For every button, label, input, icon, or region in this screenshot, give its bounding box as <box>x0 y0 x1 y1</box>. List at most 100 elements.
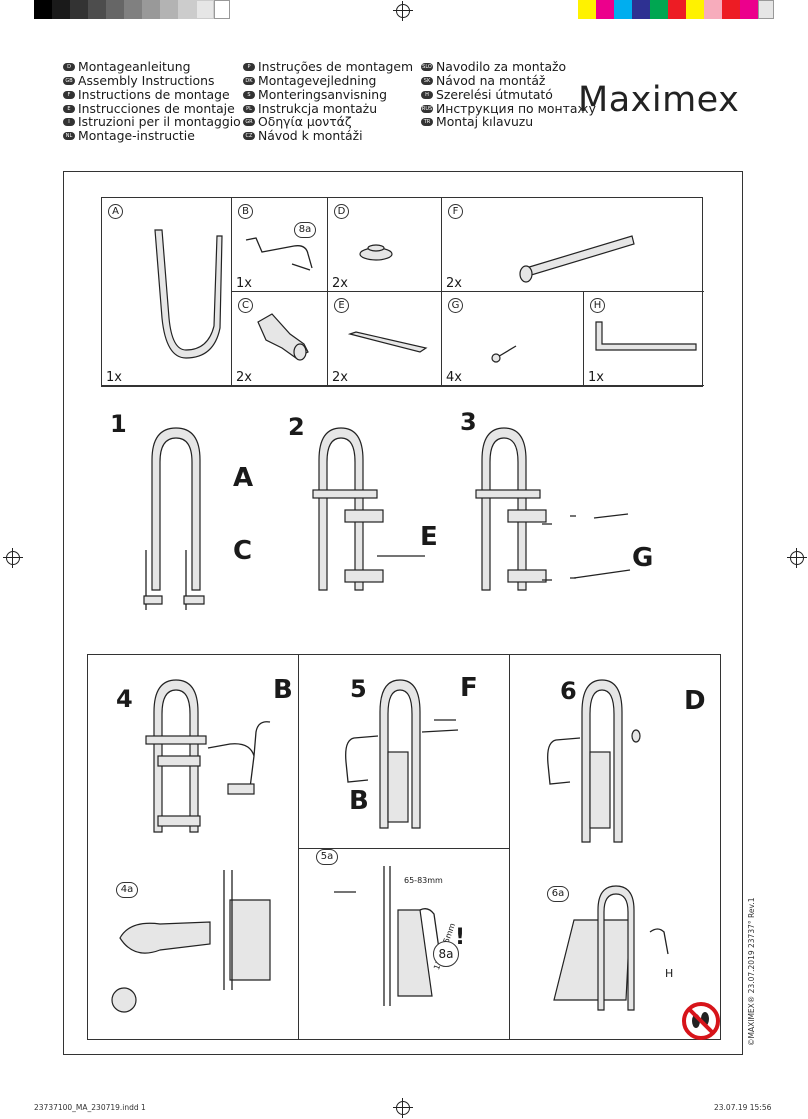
gray-swatch <box>106 0 124 19</box>
lang-title: Istruzioni per il montaggio <box>78 114 241 129</box>
print-date: 23.07.19 15:56 <box>714 1103 772 1112</box>
part-label: G <box>448 298 463 313</box>
lang-code-badge: D <box>63 62 75 71</box>
step-number: 5 <box>350 675 367 703</box>
part-qty: 2x <box>332 370 348 385</box>
tool-label: H <box>665 967 674 980</box>
part-label: A <box>108 204 123 219</box>
step-6-illustration <box>547 679 641 843</box>
part-a-u-frame-icon <box>154 229 223 359</box>
color-swatch <box>650 0 668 19</box>
part-cell-d: D 2x <box>328 198 442 292</box>
lang-code-badge: GR <box>243 117 255 126</box>
color-swatch <box>740 0 758 19</box>
no-step-warning-icon <box>682 1002 720 1040</box>
file-info: 23737100_MA_230719.indd 1 <box>34 1103 146 1112</box>
lang-code-badge: GB <box>63 76 75 85</box>
warning-mark: ! <box>455 925 466 950</box>
part-label: F <box>448 204 463 219</box>
part-label: C <box>238 298 253 313</box>
instruction-frame <box>63 171 743 1055</box>
step-part-label: G <box>632 543 654 573</box>
part-cell-e: E 2x <box>328 292 442 386</box>
gray-swatch <box>124 0 142 19</box>
gray-swatch <box>214 0 230 19</box>
lang-code-badge: CZ <box>243 131 255 140</box>
step-part-label: E <box>420 522 438 552</box>
gray-swatch <box>52 0 70 19</box>
lang-title: Monteringsanvisning <box>258 87 388 102</box>
lang-code-badge: SLO <box>421 62 433 71</box>
part-qty: 4x <box>446 370 462 385</box>
lang-title: Szerelési útmutató <box>436 87 553 102</box>
registration-mark-icon <box>3 548 23 568</box>
part-label: D <box>334 204 349 219</box>
part-cell-g: G 4x <box>442 292 584 386</box>
step-part-label: C <box>233 536 253 566</box>
color-swatch <box>758 0 774 19</box>
lang-title: Инструкция по монтажу <box>436 101 596 116</box>
lang-title: Montageanleitung <box>78 59 191 74</box>
part-qty: 1x <box>106 370 122 385</box>
gray-swatch <box>160 0 178 19</box>
sub-step-label: 6a <box>547 886 569 902</box>
part-c-clamp-icon <box>257 313 309 361</box>
registration-mark-icon <box>393 1098 413 1118</box>
part-label: E <box>334 298 349 313</box>
lang-code-badge: RUS <box>421 104 433 113</box>
lang-code-badge: PL <box>243 104 255 113</box>
lang-code-badge: H <box>421 90 433 99</box>
color-swatch <box>686 0 704 19</box>
lang-code-badge: S <box>243 90 255 99</box>
part-e-plate-icon <box>347 331 428 353</box>
step-5-illustration <box>345 679 459 829</box>
lang-code-badge: DK <box>243 76 255 85</box>
part-cell-h: H 1x <box>584 292 704 386</box>
part-cell-f: F 2x <box>442 198 704 292</box>
lang-title: Assembly Instructions <box>78 73 215 88</box>
lang-code-badge: NL <box>63 131 75 140</box>
part-g-screw-icon <box>491 345 517 363</box>
lang-code-badge: SK <box>421 76 433 85</box>
color-swatch <box>578 0 596 19</box>
lang-code-badge: P <box>243 62 255 71</box>
part-label: H <box>590 298 605 313</box>
sub-step-label: 5a <box>316 849 338 865</box>
lang-title: Návod k montáži <box>258 128 363 143</box>
color-swatch <box>596 0 614 19</box>
gray-swatch <box>196 0 214 19</box>
lang-title: Instruções de montagem <box>258 59 414 74</box>
sub-step-label: 4a <box>116 882 138 898</box>
step-number: 1 <box>110 410 127 438</box>
lang-title: Montagevejledning <box>258 73 377 88</box>
color-swatch <box>704 0 722 19</box>
step-number: 6 <box>560 677 577 705</box>
step-6a-detail-illustration <box>553 885 669 1011</box>
lang-title: Instrukcja montażu <box>258 101 378 116</box>
step-1-illustration <box>143 427 205 610</box>
part-qty: 2x <box>236 370 252 385</box>
step-number: 3 <box>460 408 477 436</box>
part-d-cap-icon <box>359 244 393 261</box>
step-4a-detail-illustration <box>111 870 271 1013</box>
step-number: 2 <box>288 413 305 441</box>
part-cell-b: B 8a 1x <box>232 198 328 292</box>
step-part-label: F <box>460 673 478 703</box>
part-cell-c: C 2x <box>232 292 328 386</box>
lang-title: Instrucciones de montaje <box>78 101 235 116</box>
lang-code-badge: TR <box>421 117 433 126</box>
lang-code-badge: I <box>63 117 75 126</box>
step-panel-6 <box>509 654 721 1040</box>
step-part-label: A <box>233 463 254 493</box>
lang-title: Montage-instructie <box>78 128 195 143</box>
part-qty: 2x <box>446 276 462 291</box>
lang-title: Návod na montáž <box>436 73 546 88</box>
registration-mark-icon <box>787 548 807 568</box>
brand-logo: Maximex <box>578 80 740 120</box>
panel-divider <box>298 848 510 849</box>
lang-title: Οδηγία μοντάζ <box>258 114 352 129</box>
copyright-note: ©MAXIMEX® 23.07.2019 23737° Rev.1 <box>747 897 756 1046</box>
color-swatch <box>614 0 632 19</box>
lang-code-badge: F <box>63 90 75 99</box>
table-divider <box>232 291 702 292</box>
